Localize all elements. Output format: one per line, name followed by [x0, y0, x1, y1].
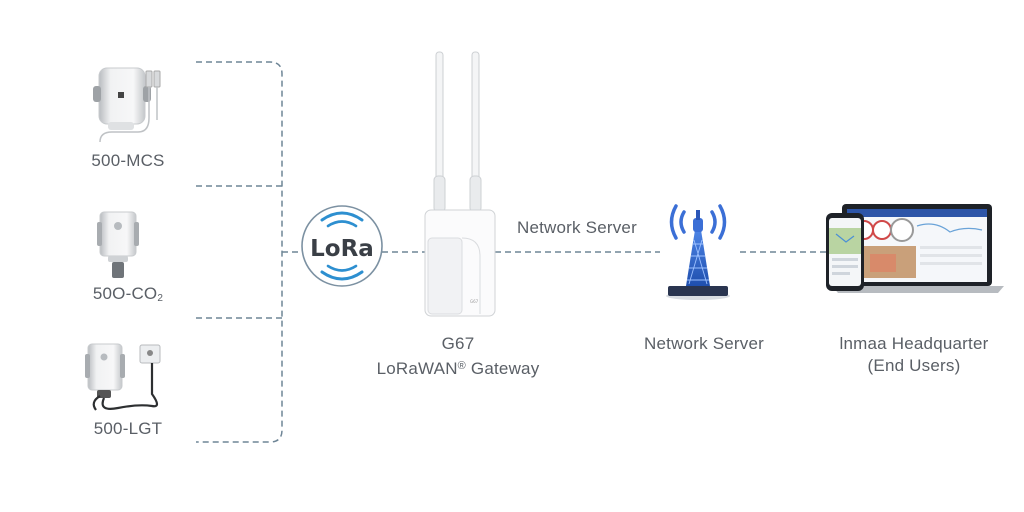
gateway-device-badge: G67	[470, 299, 479, 304]
headquarter-label: lnmaa Headquarter (End Users)	[840, 333, 989, 377]
network-server-label: Network Server	[644, 334, 764, 353]
lora-badge: LoRa	[301, 205, 383, 287]
gateway-icon: G67	[424, 51, 496, 317]
gateway-label: G67 LoRaWAN® Gateway	[377, 333, 540, 380]
laptop-icon	[832, 204, 1004, 293]
gateway-name: LoRaWAN® Gateway	[376, 359, 540, 378]
headquarter-line2: (End Users)	[867, 356, 961, 375]
headquarter-line1: lnmaa Headquarter	[839, 334, 989, 353]
device-bracket	[196, 61, 283, 443]
connector-lines	[196, 61, 828, 443]
device-label-co2: 50O-CO2	[92, 284, 164, 304]
lora-badge-text: LoRa	[310, 236, 374, 262]
device-label-mcs: 500-MCS	[91, 151, 165, 170]
co2-sensor-icon	[97, 211, 139, 278]
device-label-lgt: 500-LGT	[93, 419, 163, 438]
gateway-model: G67	[441, 334, 475, 353]
tower-icon	[666, 204, 730, 300]
light-sensor-icon	[85, 343, 161, 411]
phone-icon	[826, 213, 864, 291]
door-sensor-icon	[93, 67, 161, 143]
link-label-network-server: Network Server	[517, 218, 637, 237]
